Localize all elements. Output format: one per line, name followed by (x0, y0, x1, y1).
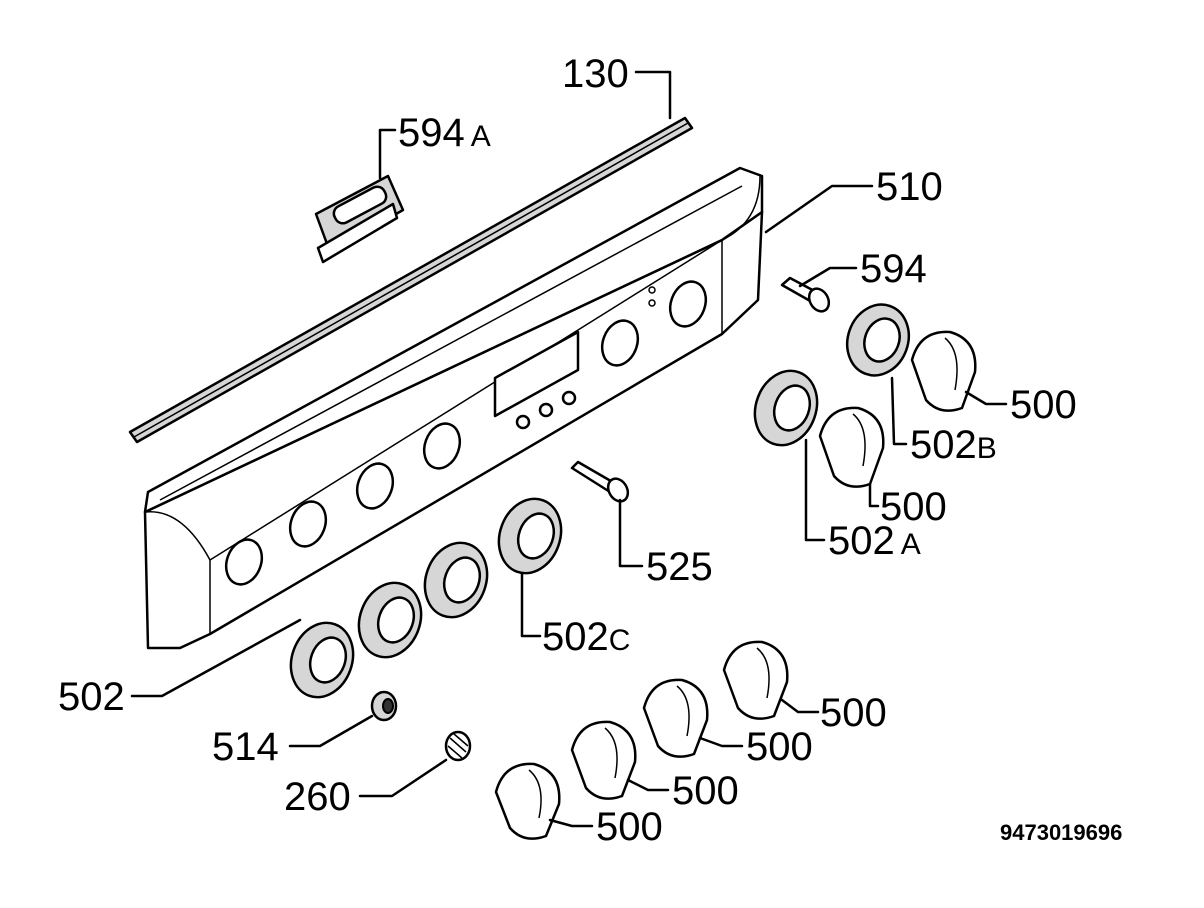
label-knob-row-1: 500 (820, 691, 887, 735)
indicator-lamp (780, 276, 831, 313)
label-knob-right-a: 500 (880, 485, 947, 529)
label-knob-right-b: 500 (1010, 383, 1077, 427)
label-knob-row-4: 500 (596, 805, 663, 849)
control-knob-right-a (818, 406, 885, 488)
label-spring: 260 (284, 775, 351, 819)
label-knob-row-2: 500 (746, 725, 813, 769)
label-ring-b: 502B (910, 423, 997, 467)
knob-ring-a (753, 369, 819, 447)
label-ring-c: 502C (542, 615, 630, 659)
screw (570, 460, 630, 503)
knob-ring-b (845, 303, 911, 377)
mounting-bracket (314, 174, 405, 264)
label-strip: 130 (562, 52, 629, 96)
label-panel: 510 (876, 165, 943, 209)
leader-lines (130, 70, 1008, 828)
label-rings-row: 502 (58, 675, 125, 719)
sealing-strip (128, 116, 694, 444)
knob-rings-row (289, 541, 489, 699)
control-knob-right-b (910, 330, 977, 412)
drawing-code: 9473019696 (1000, 820, 1122, 845)
control-panel (143, 166, 764, 650)
control-knob-row-1 (722, 640, 789, 720)
nut (370, 690, 398, 722)
label-screw: 525 (646, 545, 713, 589)
knob-ring-c (497, 497, 563, 575)
label-nut: 514 (212, 725, 279, 769)
control-knob-row-3 (570, 720, 637, 800)
control-knob-row-2 (642, 678, 709, 758)
spring (444, 730, 472, 762)
control-knob-row-4 (494, 762, 561, 840)
label-lamp: 594 (860, 247, 927, 291)
label-knob-row-3: 500 (672, 769, 739, 813)
